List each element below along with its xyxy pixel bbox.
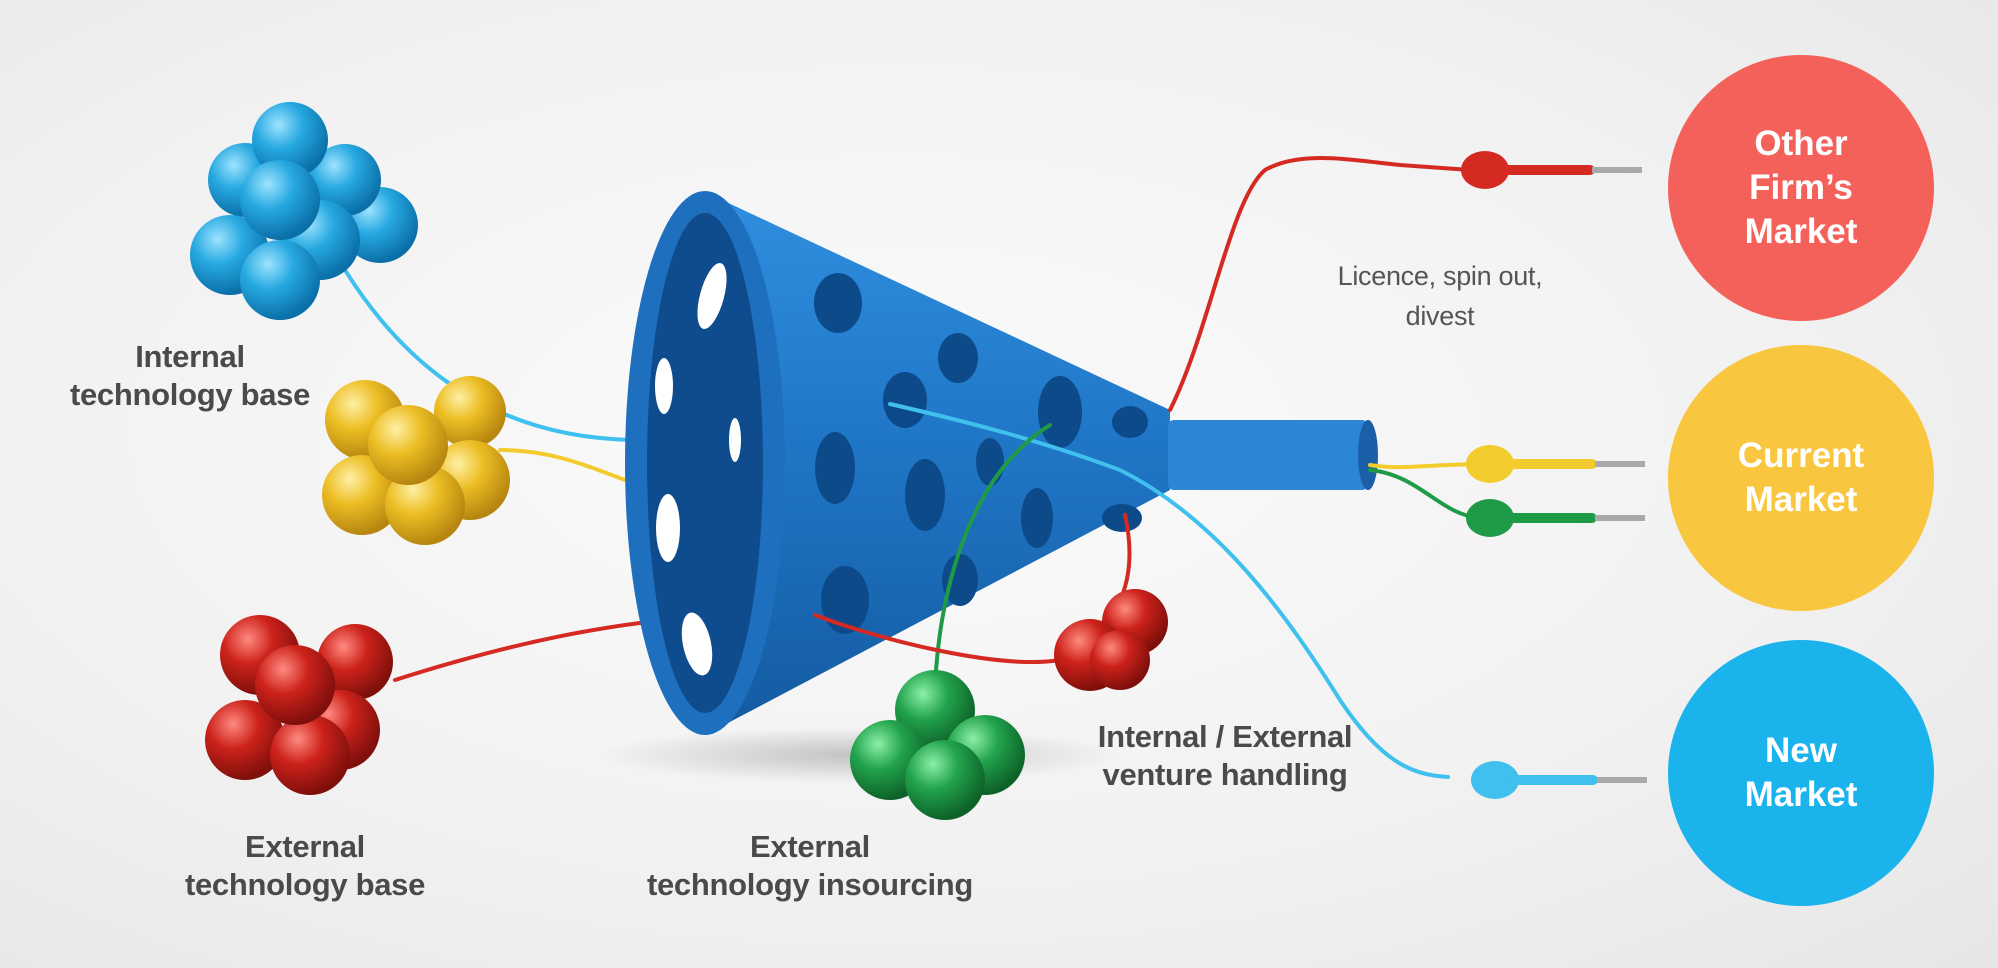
external-base-line-1: External — [245, 829, 365, 864]
external-base-line-2: technology base — [184, 867, 426, 902]
new-market-line-2: Market — [1744, 775, 1858, 814]
plug-current-yellow — [1466, 445, 1645, 483]
plug-current-green — [1466, 499, 1645, 537]
yellow-technology-cluster — [322, 376, 510, 545]
insourcing-cluster — [850, 670, 1025, 820]
other-firms-market-circle: Other Firm’s Market — [1668, 55, 1934, 321]
internal-technology-base-label: Internal technology base — [60, 338, 320, 414]
output-wires — [813, 156, 1482, 779]
new-market-circle: New Market — [1668, 640, 1934, 906]
internal-base-line-2: technology base — [69, 377, 311, 412]
other-market-line-1: Other — [1754, 124, 1848, 163]
licence-line-2: divest — [1405, 301, 1475, 331]
plug-other-firm — [1461, 151, 1642, 189]
internal-technology-cluster — [190, 102, 418, 320]
venture-line-2: venture handling — [1102, 757, 1348, 792]
external-technology-base-label: External technology base — [175, 828, 435, 904]
licence-spin-out-label: Licence, spin out, divest — [1305, 256, 1575, 336]
current-market-circle: Current Market — [1668, 345, 1934, 611]
other-market-line-2: Firm’s — [1749, 168, 1853, 207]
funnel-icon — [625, 191, 1378, 735]
insourcing-line-2: technology insourcing — [646, 867, 974, 902]
wire-red-venture — [813, 513, 1132, 664]
external-technology-cluster — [205, 615, 393, 795]
insourcing-line-1: External — [750, 829, 870, 864]
wire-blue-output — [888, 402, 1450, 779]
wire-green-output — [1368, 468, 1482, 520]
current-market-line-2: Market — [1744, 480, 1858, 519]
internal-base-line-1: Internal — [135, 339, 245, 374]
venture-cluster — [1054, 589, 1168, 691]
external-technology-insourcing-label: External technology insourcing — [620, 828, 1000, 904]
wire-red-output — [1168, 156, 1472, 412]
plug-new-blue — [1471, 761, 1647, 799]
venture-handling-label: Internal / External venture handling — [1075, 718, 1375, 794]
current-market-line-1: Current — [1737, 436, 1865, 475]
wire-yellow-output — [1368, 462, 1482, 470]
licence-line-1: Licence, spin out, — [1337, 261, 1543, 291]
venture-line-1: Internal / External — [1097, 719, 1353, 754]
new-market-line-1: New — [1765, 731, 1837, 770]
other-market-line-3: Market — [1744, 212, 1858, 251]
wire-green-insourcing — [933, 423, 1052, 702]
